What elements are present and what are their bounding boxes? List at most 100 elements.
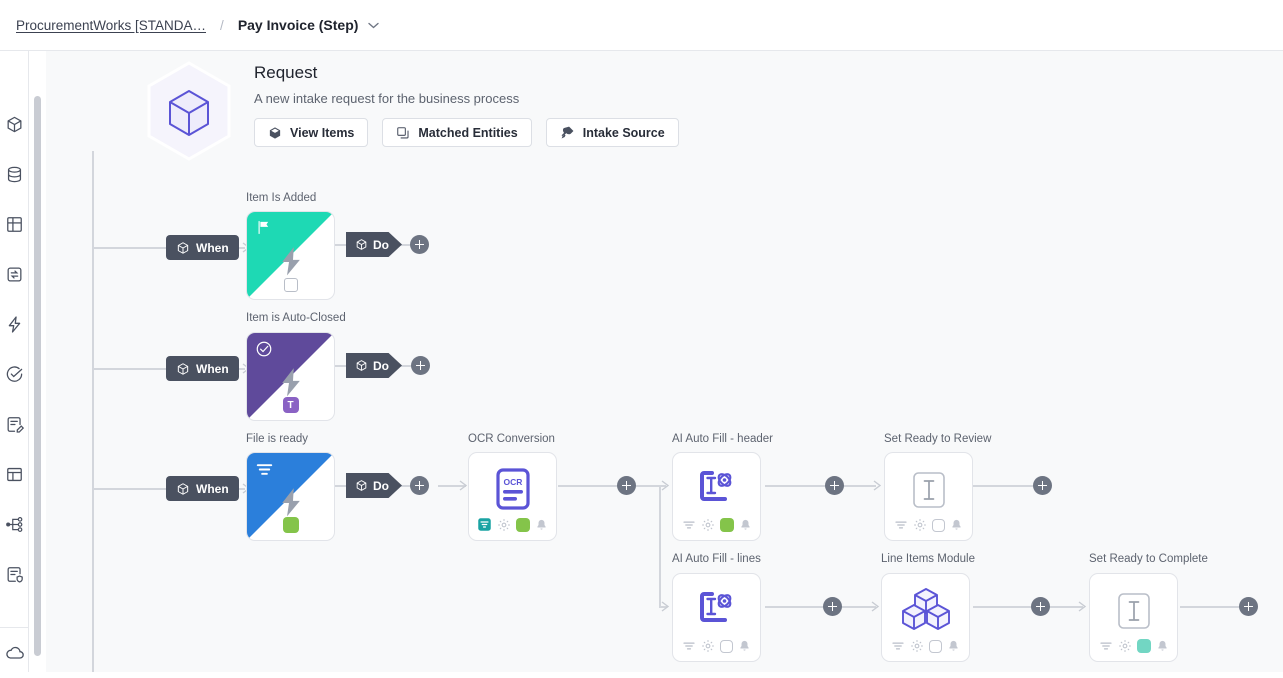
breadcrumb-separator: / — [220, 17, 224, 33]
bolt-icon — [277, 367, 304, 403]
connector-header-review — [765, 485, 876, 487]
trigger-badge-1[interactable] — [283, 278, 298, 292]
branch-line-3 — [92, 488, 166, 490]
chevron-down-icon[interactable] — [368, 22, 380, 29]
arrow-head-autofill-lines — [661, 601, 670, 612]
node-card-set-ready-complete[interactable] — [1089, 573, 1178, 662]
sidebar-item-cloud[interactable] — [0, 628, 29, 678]
sidebar-item-exchange[interactable] — [0, 249, 29, 299]
node-card-line-items-module[interactable] — [881, 573, 970, 662]
sidebar-item-layouts[interactable] — [0, 449, 29, 499]
add-step-button-after-module[interactable] — [1031, 597, 1050, 616]
trigger-badge-2[interactable]: T — [282, 397, 299, 413]
do-badge-2[interactable]: Do — [346, 353, 402, 378]
check-circle-icon — [6, 365, 23, 382]
sidebar-item-policies[interactable] — [0, 549, 29, 599]
bell-icon[interactable] — [947, 639, 960, 653]
trigger-card-2[interactable]: T — [246, 332, 335, 421]
filter-icon[interactable] — [891, 639, 905, 653]
gear-icon[interactable] — [913, 518, 927, 532]
node-card-ai-autofill-lines[interactable] — [672, 573, 761, 662]
empty-square-badge[interactable] — [932, 518, 945, 532]
add-step-button-1[interactable] — [410, 235, 429, 254]
bell-icon[interactable] — [950, 518, 963, 532]
when-badge-1[interactable]: When — [166, 235, 239, 260]
mint-square-badge[interactable] — [1136, 639, 1151, 653]
gear-icon[interactable] — [910, 639, 924, 653]
ai-autofill-icon — [695, 467, 739, 516]
bell-icon[interactable] — [535, 518, 548, 532]
filter-icon[interactable] — [682, 639, 696, 653]
connector-plus-ocr — [438, 485, 466, 487]
cube-icon — [7, 116, 22, 132]
sidebar-item-objects[interactable] — [0, 99, 29, 149]
plug-icon — [561, 126, 574, 139]
workflow-canvas[interactable]: Request A new intake request for the bus… — [46, 51, 1283, 672]
view-items-label: View Items — [290, 125, 355, 140]
node-label-set-ready-complete: Set Ready to Complete — [1089, 553, 1208, 565]
sidebar-item-grid[interactable] — [0, 199, 29, 249]
layout-icon — [7, 467, 22, 481]
add-step-button-end[interactable] — [1239, 597, 1258, 616]
trigger-badge-3[interactable] — [282, 517, 299, 533]
sidebar-item-data[interactable] — [0, 149, 29, 199]
gear-icon[interactable] — [701, 518, 715, 532]
node-card-ocr-conversion[interactable]: OCR — [468, 452, 557, 541]
flag-icon — [255, 219, 272, 241]
bolt-icon — [8, 315, 21, 333]
intake-source-button[interactable]: Intake Source — [545, 118, 679, 147]
when-badge-3[interactable]: When — [166, 476, 239, 501]
matched-entities-button[interactable]: Matched Entities — [382, 118, 532, 147]
text-cursor-icon — [910, 470, 948, 515]
breadcrumb-parent-link[interactable]: ProcurementWorks [STANDA… — [16, 17, 207, 33]
node-label-line-items-module: Line Items Module — [881, 553, 975, 565]
bell-icon[interactable] — [1156, 639, 1169, 653]
green-square-badge[interactable] — [719, 518, 734, 532]
trigger-card-3[interactable] — [246, 452, 335, 541]
filter-icon[interactable] — [682, 518, 696, 532]
add-step-button-after-review[interactable] — [1033, 476, 1052, 495]
sidebar-scrollbar[interactable] — [34, 96, 41, 656]
cube-icon — [356, 239, 367, 250]
do-badge-1[interactable]: Do — [346, 232, 402, 257]
node-footer-ocr-conversion — [469, 517, 556, 532]
sidebar-item-workflows[interactable] — [0, 499, 29, 549]
gear-icon[interactable] — [497, 518, 511, 532]
node-card-ai-autofill-header[interactable] — [672, 452, 761, 541]
empty-square-badge[interactable] — [929, 639, 942, 653]
do-label-1: Do — [373, 237, 389, 252]
do-badge-3[interactable]: Do — [346, 473, 402, 498]
header-button-row: View Items Matched Entities Intake Sourc… — [254, 118, 679, 147]
node-label-set-ready-review: Set Ready to Review — [884, 433, 992, 445]
view-items-button[interactable]: View Items — [254, 118, 369, 147]
green-square-badge — [282, 517, 299, 533]
sidebar-item-forms[interactable] — [0, 399, 29, 449]
node-card-set-ready-review[interactable] — [884, 452, 973, 541]
gear-icon[interactable] — [701, 639, 715, 653]
matched-entities-label: Matched Entities — [418, 125, 518, 140]
trigger-card-1[interactable] — [246, 211, 335, 300]
add-step-button-2[interactable] — [411, 356, 430, 375]
node-footer-ai-autofill-header — [673, 518, 760, 532]
filter-icon[interactable] — [1099, 639, 1113, 653]
bell-icon[interactable] — [738, 639, 751, 653]
sidebar-item-tasks[interactable] — [0, 349, 29, 399]
add-step-button-branch[interactable] — [617, 476, 636, 495]
add-step-button-after-lines[interactable] — [823, 597, 842, 616]
arrow-head-complete — [1078, 601, 1087, 612]
green-square-badge[interactable] — [516, 517, 530, 532]
empty-square-badge[interactable] — [720, 639, 733, 653]
add-step-button-3[interactable] — [410, 476, 429, 495]
teal-filter-icon[interactable] — [477, 517, 492, 532]
bell-icon[interactable] — [739, 518, 752, 532]
filter-icon[interactable] — [894, 518, 908, 532]
arrow-head-module — [871, 601, 880, 612]
gear-icon[interactable] — [1118, 639, 1132, 653]
node-footer-set-ready-complete — [1090, 639, 1177, 653]
doc-shield-icon — [7, 566, 23, 583]
when-label-3: When — [196, 481, 229, 496]
sidebar-item-automations[interactable] — [0, 299, 29, 349]
add-step-button-after-header[interactable] — [825, 476, 844, 495]
page-title: Request — [254, 63, 318, 82]
when-badge-2[interactable]: When — [166, 356, 239, 381]
